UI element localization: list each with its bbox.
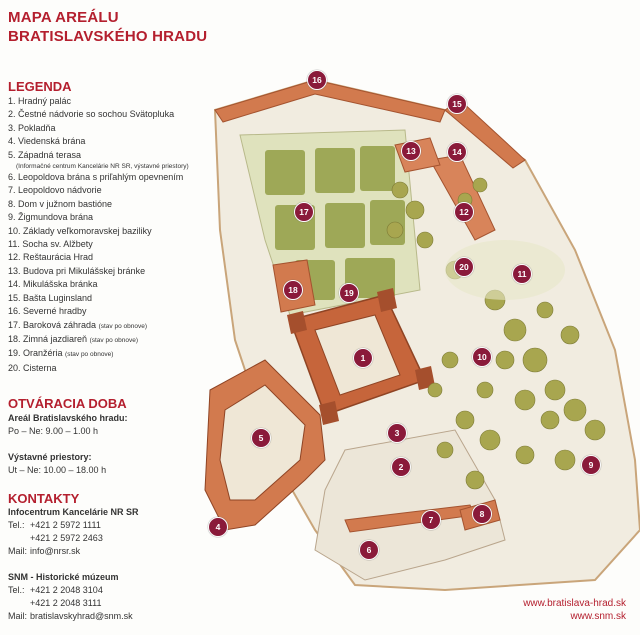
legend-item-5: 5. Západná terasa: [8, 149, 82, 160]
legend-item-18-note: (stav po obnove): [89, 336, 138, 344]
legend-item-7: 7. Leopoldovo nádvorie: [8, 185, 102, 196]
legend-heading: LEGENDA: [8, 79, 72, 94]
legend-item-17: 17. Baroková záhrada (stav po obnove): [8, 319, 218, 333]
hours-exhibit-label: Výstavné priestory:: [8, 452, 92, 462]
org1-mail-link[interactable]: info@nrsr.sk: [30, 546, 81, 556]
lawn-east: [445, 240, 565, 300]
org2-mail-link[interactable]: bratislavskyhrad@snm.sk: [30, 611, 133, 621]
legend-item-9: 9. Žigmundova brána: [8, 212, 94, 223]
marker-14[interactable]: 14: [447, 142, 467, 162]
legend-item-12: 12. Reštaurácia Hrad: [8, 252, 94, 263]
contact-org-1: Infocentrum Kancelárie NR SR: [8, 507, 139, 517]
legend-item-17-note: (stav po obnove): [98, 322, 147, 330]
legend-item-20: 20. Cisterna: [8, 362, 57, 373]
marker-4[interactable]: 4: [208, 517, 228, 537]
marker-15[interactable]: 15: [447, 94, 467, 114]
org2-tel-1: +421 2 2048 3104: [30, 585, 103, 595]
hours-area-time: Po – Ne: 9.00 – 1.00 h: [8, 426, 99, 436]
org1-tel-2: +421 2 5972 2463: [30, 533, 103, 543]
legend-item-19-note: (stav po obnove): [65, 351, 114, 359]
legend-item-1: 1. Hradný palác: [8, 96, 72, 106]
marker-17[interactable]: 17: [294, 202, 314, 222]
trees: [386, 177, 606, 490]
legend-item-15: 15. Bašta Luginsland: [8, 292, 93, 303]
marker-11[interactable]: 11: [512, 264, 532, 284]
legend-item-19-label: 19. Oranžéria: [8, 348, 63, 359]
marker-20[interactable]: 20: [454, 257, 474, 277]
hours-heading: OTVÁRACIA DOBA: [8, 396, 127, 411]
legend-item-6: 6. Leopoldova brána s priľahlým opevnení…: [8, 172, 184, 183]
org1-tel-1: +421 2 5972 1111: [30, 520, 101, 530]
contact-org-2: SNM - Historické múzeum: [8, 572, 119, 582]
legend-item-8: 8. Dom v južnom bastióne: [8, 198, 113, 209]
marker-8[interactable]: 8: [472, 504, 492, 524]
marker-13[interactable]: 13: [401, 141, 421, 161]
legend-item-14: 14. Mikulášska bránka: [8, 279, 98, 290]
marker-7[interactable]: 7: [421, 510, 441, 530]
hours-exhibit-time: Ut – Ne: 10.00 – 18.00 h: [8, 465, 107, 475]
title-line-1: MAPA AREÁLU: [8, 9, 119, 26]
legend-item-10: 10. Základy veľkomoravskej baziliky: [8, 225, 152, 236]
legend-item-11: 11. Socha sv. Alžbety: [8, 239, 93, 250]
tel-label: Tel.:: [8, 520, 25, 530]
palace-tower-se: [415, 366, 435, 390]
legend-item-19: 19. Oranžéria (stav po obnove): [8, 347, 218, 361]
contacts-heading: KONTAKTY: [8, 491, 80, 506]
contacts-block: Infocentrum Kancelárie NR SR Tel.: +421 2…: [8, 506, 139, 623]
palace-tower-sw: [319, 401, 339, 425]
legend-item-13: 13. Budova pri Mikulášskej bránke: [8, 265, 146, 276]
legend-item-2: 2. Čestné nádvorie so sochou Svätopluka: [8, 109, 175, 120]
mail-label-2: Mail:: [8, 611, 28, 621]
org2-tel-2: +421 2 2048 3111: [30, 598, 102, 608]
marker-6[interactable]: 6: [359, 540, 379, 560]
title-line-2: BRATISLAVSKÉHO HRADU: [8, 28, 208, 45]
palace-tower-nw: [287, 311, 307, 334]
marker-5[interactable]: 5: [251, 428, 271, 448]
legend-item-16: 16. Severné hradby: [8, 306, 87, 317]
mail-label: Mail:: [8, 546, 28, 556]
castle-map-illustration: [204, 78, 640, 592]
legend-item-17-label: 17. Baroková záhrada: [8, 319, 97, 330]
legend-item-18: 18. Zimná jazdiareň (stav po obnove): [8, 333, 218, 347]
marker-9[interactable]: 9: [581, 455, 601, 475]
legend-item-5-note: (Informačné centrum Kancelárie NR SR, vý…: [16, 163, 189, 171]
marker-12[interactable]: 12: [454, 202, 474, 222]
hours-area-label: Areál Bratislavského hradu:: [8, 413, 128, 423]
marker-16[interactable]: 16: [307, 70, 327, 90]
palace-tower-ne: [377, 288, 397, 312]
garden-hedges: [265, 146, 405, 300]
marker-3[interactable]: 3: [387, 423, 407, 443]
tel-label-2: Tel.:: [8, 585, 25, 595]
legend-item-4: 4. Viedenská brána: [8, 136, 86, 147]
legend-list: 1. Hradný palác 2. Čestné nádvorie so so…: [8, 95, 218, 375]
legend-item-18-label: 18. Zimná jazdiareň: [8, 333, 88, 344]
marker-1[interactable]: 1: [353, 348, 373, 368]
url-bratislava-hrad[interactable]: www.bratislava-hrad.sk: [523, 598, 626, 609]
url-snm[interactable]: www.snm.sk: [570, 611, 626, 622]
marker-19[interactable]: 19: [339, 283, 359, 303]
marker-18[interactable]: 18: [283, 280, 303, 300]
marker-2[interactable]: 2: [391, 457, 411, 477]
marker-10[interactable]: 10: [472, 347, 492, 367]
legend-item-3: 3. Pokladňa: [8, 122, 56, 133]
website-links: www.bratislava-hrad.sk www.snm.sk: [523, 597, 626, 623]
map-title: MAPA AREÁLU BRATISLAVSKÉHO HRADU: [8, 8, 207, 46]
hours-block: Areál Bratislavského hradu: Po – Ne: 9.0…: [8, 412, 128, 477]
